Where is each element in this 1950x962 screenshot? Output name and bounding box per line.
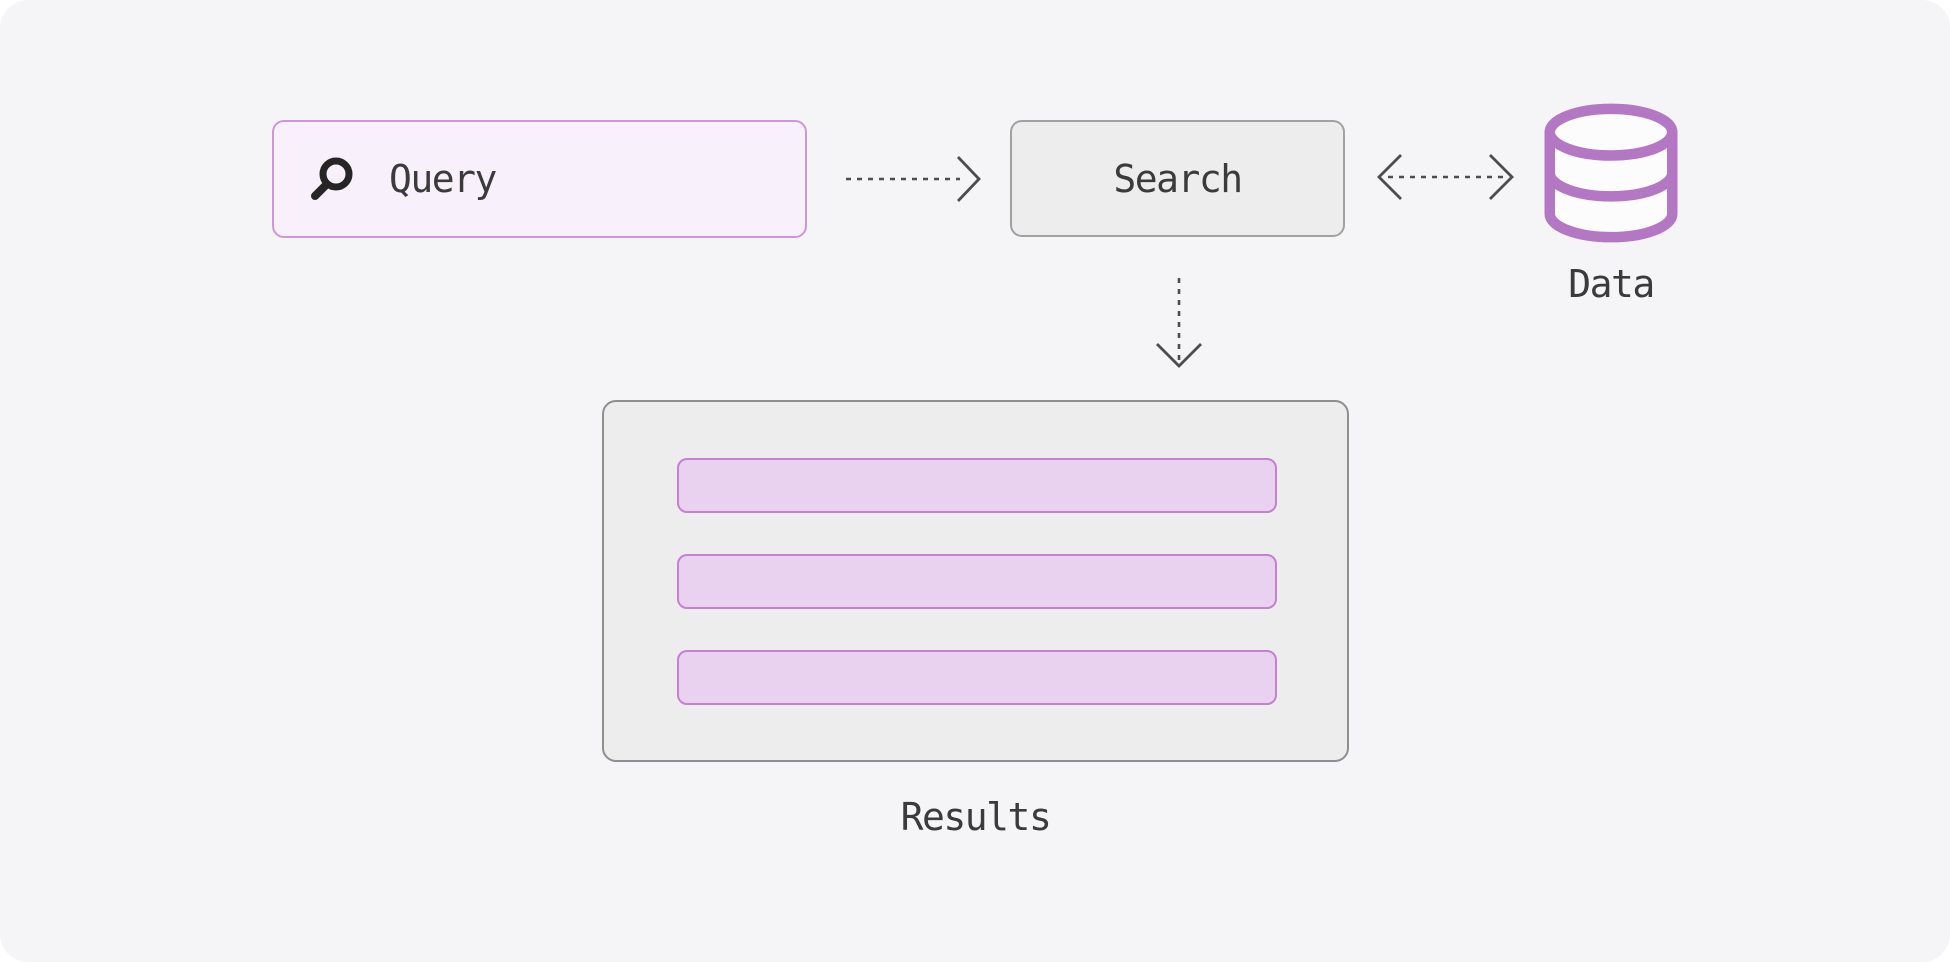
results-node xyxy=(602,400,1349,762)
search-icon xyxy=(307,155,355,203)
result-row-placeholder xyxy=(677,554,1277,609)
search-node: Search xyxy=(1010,120,1345,237)
data-node-label: Data xyxy=(1568,262,1655,306)
result-rows-container xyxy=(677,458,1277,705)
result-row-placeholder xyxy=(677,650,1277,705)
arrow-query-to-search xyxy=(846,156,981,202)
results-node-label: Results xyxy=(900,795,1052,839)
arrow-search-to-results xyxy=(1156,278,1202,368)
query-node-label: Query xyxy=(389,157,497,201)
query-node: Query xyxy=(272,120,807,238)
arrow-search-data-bidirectional xyxy=(1377,154,1514,200)
database-icon xyxy=(1544,103,1678,243)
search-node-label: Search xyxy=(1113,156,1243,201)
result-row-placeholder xyxy=(677,458,1277,513)
